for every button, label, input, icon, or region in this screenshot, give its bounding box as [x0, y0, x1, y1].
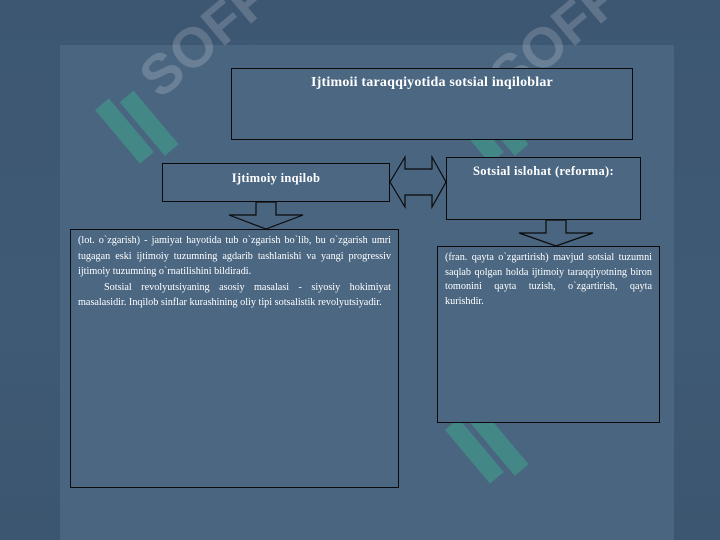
diagram-title-box: Ijtimoii taraqqiyotida sotsial inqilobla… — [231, 68, 633, 140]
social-reform-heading-box: Sotsial islohat (reforma): — [446, 157, 641, 220]
revolution-definition-paragraph: (lot. o`zgarish) - jamiyat hayotida tub … — [78, 235, 391, 278]
social-revolution-description: (lot. o`zgarish) - jamiyat hayotida tub … — [78, 233, 391, 311]
social-revolution-heading: Ijtimoiy inqilob — [231, 171, 321, 185]
social-reform-description: (fran. qayta o`zgartirish) mavjud sotsia… — [445, 252, 652, 307]
social-revolution-heading-box: Ijtimoiy inqilob — [162, 163, 390, 202]
social-reform-description-box: (fran. qayta o`zgartirish) mavjud sotsia… — [437, 246, 660, 423]
revolution-main-issue-paragraph: Sotsial revolyutsiyaning asosiy masalasi… — [78, 281, 391, 309]
diagram-title: Ijtimoii taraqqiyotida sotsial inqilobla… — [311, 75, 553, 90]
down-arrow-left-icon — [228, 201, 304, 230]
double-arrow-icon — [389, 154, 447, 210]
down-arrow-right-icon — [518, 219, 594, 247]
social-revolution-description-box: (lot. o`zgarish) - jamiyat hayotida tub … — [70, 229, 399, 488]
social-reform-heading: Sotsial islohat (reforma): — [473, 164, 614, 178]
